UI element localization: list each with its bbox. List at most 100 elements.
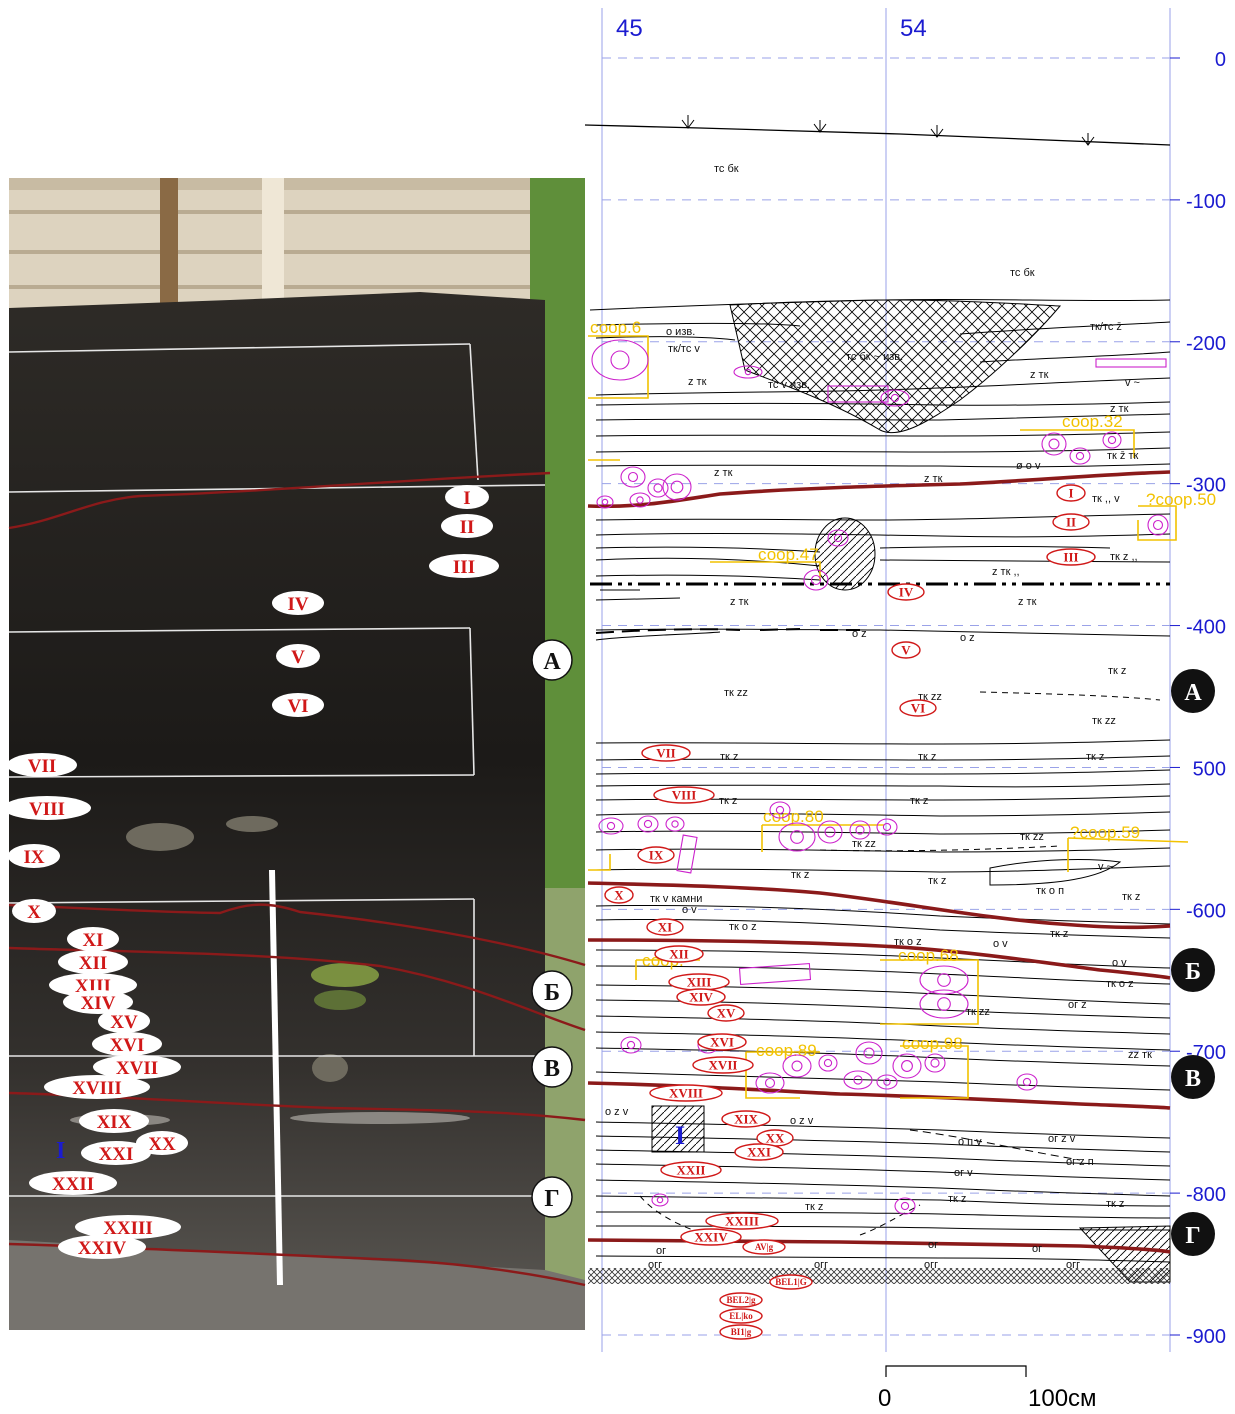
layer-label-text: XVIII (72, 1078, 122, 1099)
soil-label: тк о z (1106, 978, 1134, 990)
layer-label: XIX (79, 1109, 149, 1133)
layer-label-text: IX (23, 847, 44, 868)
layer-label: XIV (676, 988, 726, 1006)
pit-symbol (1041, 432, 1067, 456)
soil-label: тк z (1108, 665, 1126, 677)
layer-label: X (12, 899, 56, 923)
pit-symbol (892, 1053, 922, 1079)
measuring-rod (269, 869, 283, 1286)
drawing-panel: 45 54 0-100-200-300-400500-600-700-800-9… (584, 8, 1226, 1352)
soil-label: тк z (720, 751, 738, 763)
pit-symbol (769, 801, 791, 819)
layer-label-text: II (460, 517, 475, 538)
layer-label: XX (136, 1131, 188, 1155)
layer-label: VIII (3, 796, 91, 820)
layer-label: XII (58, 950, 128, 974)
soil-label: о п v (958, 1136, 982, 1148)
layer-label: XXII (660, 1161, 722, 1179)
layer-label: XVIII (649, 1084, 723, 1102)
horizon-V-marker: В (1185, 1066, 1201, 1092)
pit-symbol (803, 569, 829, 591)
scale-bar-start: 0 (878, 1385, 891, 1412)
layer-label: III (429, 554, 499, 578)
drawing-layer-labels: IIIIIIIVVVIVIIVIIIIXXXIXIIXIIIXIVXVXVIXV… (604, 484, 1096, 1246)
pit-symbol (876, 818, 898, 836)
layer-label: BI1|g (719, 1324, 763, 1340)
layer-label-text: XXII (677, 1163, 706, 1178)
drawing-blue-marker: I (675, 1121, 685, 1150)
soil-label: z тк (1030, 369, 1049, 381)
layer-label: XXIII (705, 1212, 779, 1230)
soil-label: о z v (790, 1115, 814, 1127)
layer-label-text: I (1068, 486, 1073, 501)
layer-label-text: III (1063, 550, 1078, 565)
soil-label: огг (814, 1259, 828, 1271)
soil-label: тс бк ~ изв. (846, 351, 903, 363)
soil-label: тс бк (1010, 267, 1035, 279)
soil-label: тк z (1122, 891, 1140, 903)
bedrock-band (588, 1268, 1170, 1284)
layer-label-text: XX (148, 1134, 176, 1155)
pit-rect (676, 834, 698, 874)
soil-label: z тк (730, 596, 749, 608)
layer-label: XV (98, 1009, 150, 1033)
layer-label-text: XVI (110, 1035, 145, 1056)
layer-label: XIV (63, 990, 133, 1014)
pit-symbol (596, 495, 614, 509)
wooden-fence (9, 178, 549, 308)
horizon-B-marker: Б (1185, 959, 1201, 985)
layer-label: XXIII (75, 1215, 181, 1239)
pit-symbol (598, 817, 624, 835)
layer-label: XII (654, 945, 704, 963)
layer-label-text: XIX (734, 1112, 758, 1127)
soil-label: огг (924, 1259, 938, 1271)
layer-label-text: VII (656, 746, 676, 761)
photo-boundaries (8, 471, 586, 1287)
layer-label-text: XIII (687, 975, 712, 990)
layer-label: VII (7, 753, 77, 777)
layer-label-text: XV (110, 1012, 138, 1033)
soil-label: тк о z (894, 936, 922, 948)
layer-label: XVII (93, 1055, 181, 1079)
layer-label-text: XX (766, 1131, 785, 1146)
soil-label: тк z̄ тк (1107, 450, 1139, 462)
layer-label-text: III (453, 557, 475, 578)
layer-label: BEL1|G (769, 1274, 813, 1290)
soil-label: v ~ (1125, 377, 1140, 389)
layer-label-text: XXII (52, 1174, 94, 1195)
soil-label: тк zz (1092, 715, 1116, 727)
structure-label: соор.32 (1062, 412, 1123, 431)
layer-label-text: XII (79, 953, 108, 974)
structure-label: соор.98 (902, 1034, 963, 1053)
photo-horizon-V-marker: В (544, 1056, 560, 1082)
pit-symbol (855, 1041, 883, 1065)
layer-label: I (1056, 484, 1086, 502)
layer-label-text: V (291, 647, 305, 668)
pit-rect (1095, 358, 1167, 368)
soil-label: тк z (918, 751, 936, 763)
soil-label: тс бк (714, 163, 739, 175)
soil-label: тк z (805, 1201, 823, 1213)
pit-symbol (755, 1072, 785, 1094)
pit-symbol (827, 529, 849, 547)
pit-symbol (665, 816, 685, 832)
layer-label: XXIV (680, 1228, 742, 1246)
depth-tick-label: -200 (1186, 333, 1226, 355)
layer-label: XXII (29, 1171, 117, 1195)
soil-label: v ~ (1098, 861, 1113, 873)
layer-label-text: XI (658, 920, 672, 935)
layer-label: XXIV (58, 1235, 146, 1259)
photo-layer-labels: IIIIIIIVVVIVIIVIIIIXXXIXIIXIIIXIVXVXVIXV… (3, 485, 499, 1259)
photo-horizon-G-marker: Г (544, 1186, 559, 1212)
structure-label: ?соор.50 (1146, 490, 1216, 509)
soil-label: о z (852, 628, 867, 640)
depth-tick-label: -900 (1186, 1326, 1226, 1348)
soil-label: тк z (719, 795, 737, 807)
layer-label-text: XXIV (694, 1230, 728, 1245)
structure-label: соор.47 (758, 545, 819, 564)
layer-label-text: XIX (97, 1112, 132, 1133)
soil-label: тк/тс v (668, 343, 700, 355)
